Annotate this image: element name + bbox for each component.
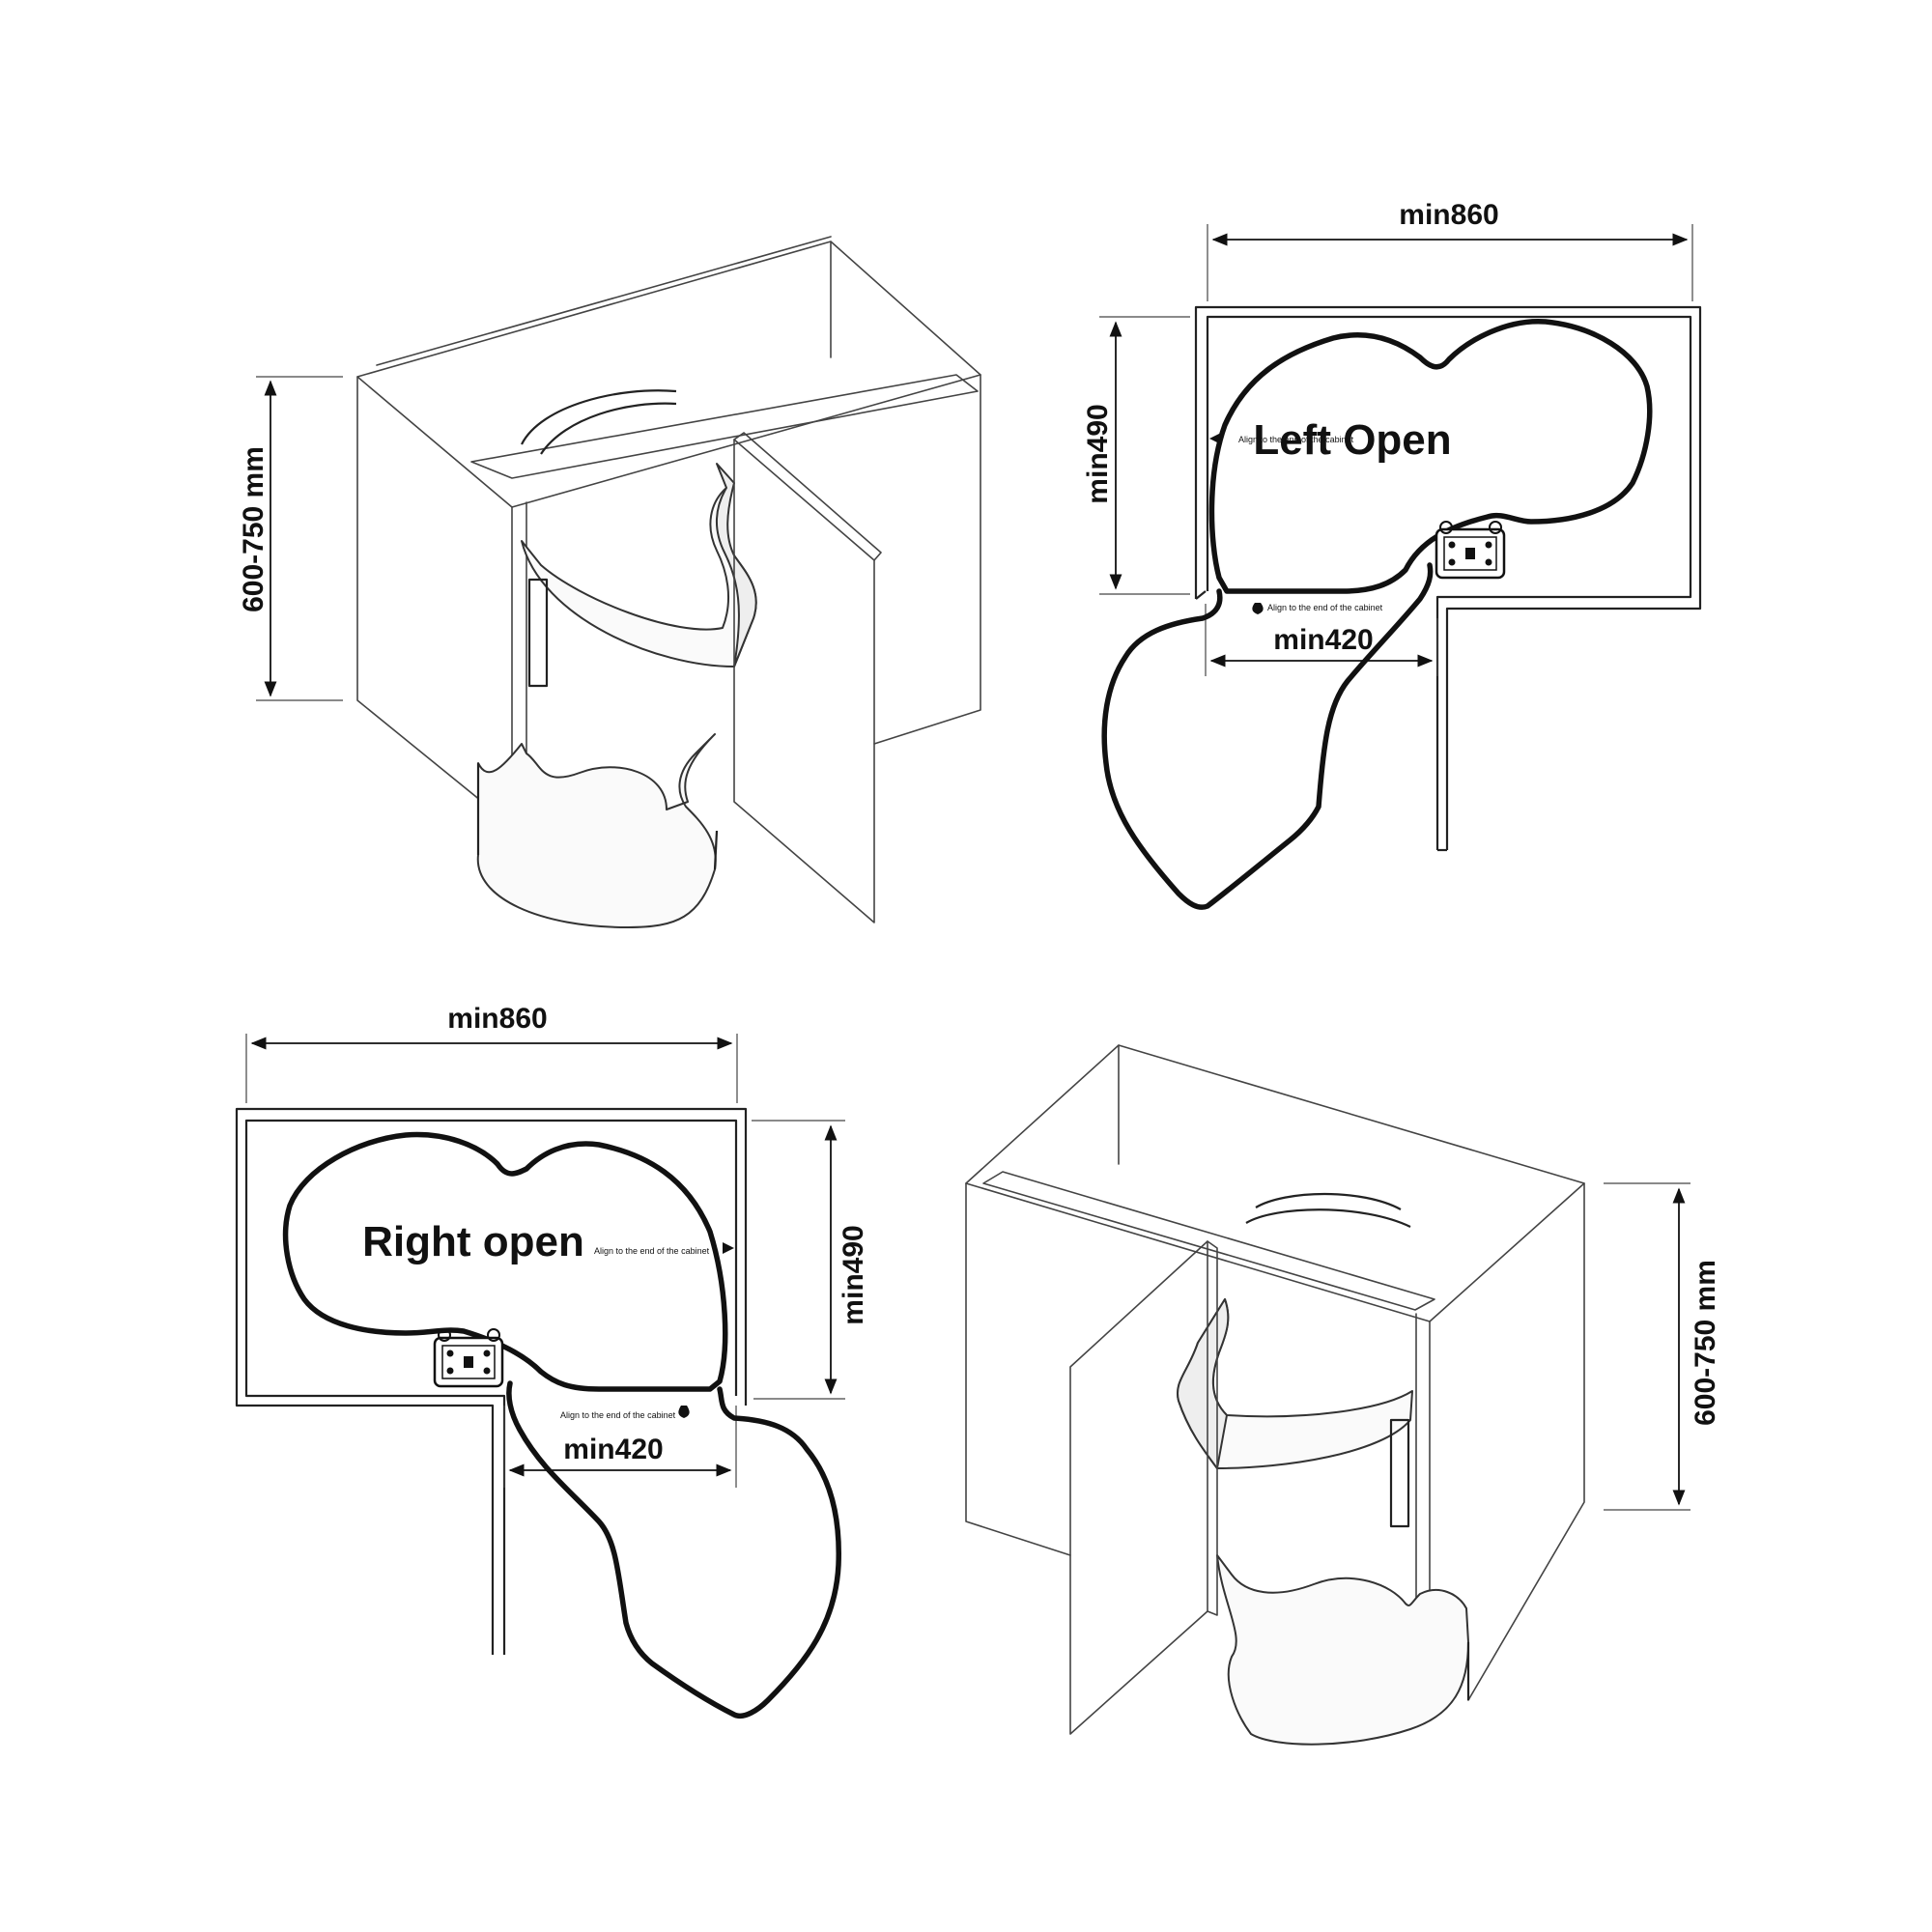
opening-label-top: min420: [1273, 624, 1373, 656]
height-dimension-left: 600-750 mm: [238, 376, 343, 701]
align-marker-icon: [1252, 603, 1264, 614]
align-marker-icon: [1209, 433, 1221, 444]
width-label-bottom: min860: [447, 1003, 547, 1035]
align-marker-icon: [678, 1406, 690, 1418]
depth-label-top: min490: [1082, 404, 1114, 503]
left-open-label: Left Open: [1253, 416, 1451, 464]
align-note-4: Align to the end of the cabinet: [560, 1410, 676, 1420]
width-label-top: min860: [1399, 199, 1498, 231]
align-note-3: Align to the end of the cabinet: [594, 1246, 710, 1256]
mounting-bracket-icon: [1435, 521, 1506, 580]
cabinet-isometric-left-open: [356, 236, 981, 928]
mounting-bracket-icon: [433, 1328, 504, 1388]
plan-left-open: min860 min490 min420 Left Open Align: [1082, 199, 1702, 910]
plan-right-open: min860 min490 min420 Right open Align to…: [235, 1003, 869, 1719]
opening-label-bottom: min420: [563, 1434, 663, 1465]
height-label-left: 600-750 mm: [238, 446, 270, 612]
align-note-1: Align to the end of the cabinet: [1238, 435, 1354, 444]
height-dimension-right: 600-750 mm: [1604, 1182, 1721, 1511]
align-note-2: Align to the end of the cabinet: [1267, 603, 1383, 612]
right-open-label: Right open: [362, 1218, 584, 1265]
align-marker-icon: [723, 1242, 734, 1254]
height-label-right: 600-750 mm: [1690, 1260, 1721, 1426]
cabinet-isometric-right-open: [965, 1044, 1585, 1746]
depth-label-bottom: min490: [838, 1225, 869, 1324]
